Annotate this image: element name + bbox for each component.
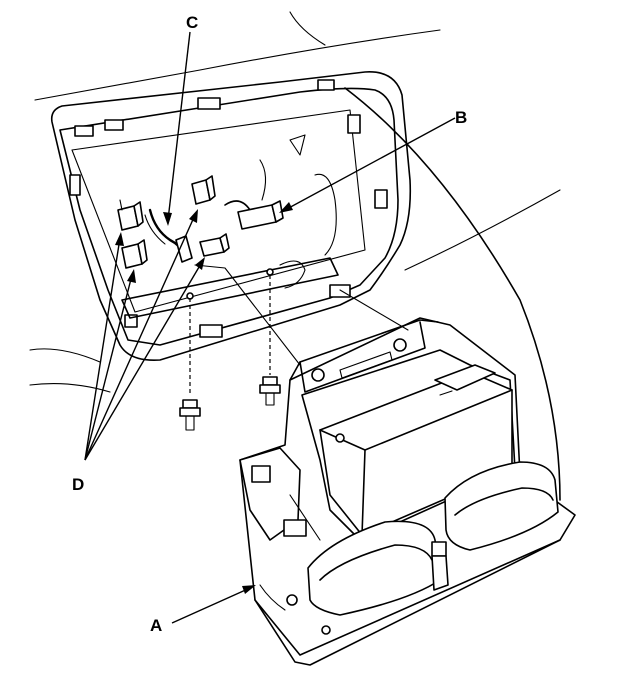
reference-curve bbox=[194, 87, 561, 501]
bolt-right bbox=[259, 376, 281, 406]
connector-d-1 bbox=[117, 199, 144, 231]
connector-d-2 bbox=[121, 239, 148, 269]
connector-d-4 bbox=[199, 233, 230, 257]
bolt-left bbox=[179, 399, 201, 431]
connector-d-3 bbox=[191, 175, 216, 205]
callout-a-label: A bbox=[150, 616, 162, 635]
callout-d-label: D bbox=[72, 475, 84, 494]
headliner-opening bbox=[50, 71, 412, 362]
roof-headliner bbox=[29, 11, 561, 393]
overhead-console bbox=[239, 317, 576, 666]
mounting-bolts bbox=[179, 275, 281, 431]
harness-c bbox=[144, 208, 193, 263]
callout-c-label: C bbox=[186, 13, 198, 32]
leader-lines bbox=[84, 31, 456, 624]
connectors-d bbox=[117, 175, 230, 269]
connector-b bbox=[224, 200, 284, 230]
callout-b-label: B bbox=[455, 108, 467, 127]
